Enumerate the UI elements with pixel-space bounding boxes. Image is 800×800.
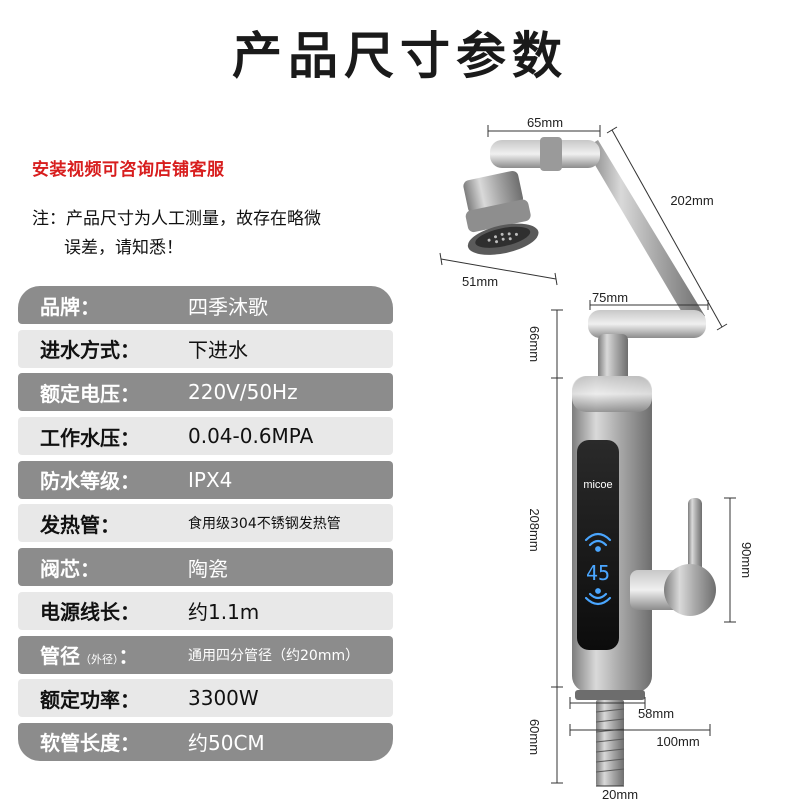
faucet-product-image: micoe 45 (463, 137, 716, 786)
spec-value: 陶瓷 (188, 556, 228, 581)
spec-label: 防水等级： (40, 469, 140, 494)
measurement-disclaimer: 注：产品尺寸为人工测量，故存在略微 误差，请知悉！ (32, 205, 422, 263)
page-title: 产品尺寸参数 (232, 27, 568, 85)
spec-value: 通用四分管径（约20mm） (188, 647, 360, 664)
spec-label-suffix: ： (118, 644, 139, 668)
install-video-note: 安装视频可咨询店铺客服 (32, 160, 225, 180)
spec-row-brand: 品牌： 四季沐歌 (18, 286, 393, 324)
spec-value: 四季沐歌 (188, 294, 268, 319)
spec-label: 进水方式： (40, 338, 140, 363)
spec-row-cord: 电源线长： 约1.1m (18, 591, 393, 630)
dim-handle-height: 90mm (739, 542, 754, 578)
spec-label: 额定电压： (40, 381, 140, 406)
spec-label: 品牌： (40, 294, 100, 319)
spec-label: 软管长度： (40, 731, 140, 756)
spec-value: 食用级304不锈钢发热管 (188, 516, 341, 533)
dim-body-height: 208mm (527, 508, 542, 551)
spec-row-voltage: 额定电压： 220V/50Hz (18, 373, 393, 412)
spec-row-waterproof: 防水等级： IPX4 (18, 460, 393, 499)
spec-value: 约1.1m (188, 600, 260, 625)
heat-wave-icon (584, 588, 612, 606)
dim-body-width: 58mm (638, 706, 674, 721)
spec-row-heater: 发热管： 食用级304不锈钢发热管 (18, 504, 393, 543)
dim-neck-height: 66mm (527, 326, 542, 362)
spec-value: IPX4 (188, 467, 233, 492)
dim-pipe-diameter: 20mm (602, 787, 638, 800)
temperature-readout: 45 (586, 561, 610, 585)
dim-elbow-width: 75mm (592, 290, 628, 305)
spec-value: 0.04-0.6MPA (188, 424, 314, 449)
spec-row-hose: 软管长度： 约50CM (18, 722, 393, 761)
dimension-lines (439, 125, 736, 787)
spec-label: 电源线长： (40, 600, 140, 625)
dim-overall-width: 100mm (656, 734, 699, 749)
spec-label: 发热管： (40, 512, 120, 537)
brand-mark: micoe (583, 479, 612, 491)
spec-value: 下进水 (188, 338, 248, 363)
spec-label-main: 管径 (40, 644, 80, 668)
disclaimer-line-2: 误差，请知悉！ (64, 238, 183, 258)
spec-value: 约50CM (188, 731, 265, 756)
dim-top-width: 65mm (527, 115, 563, 130)
spec-row-inlet: 进水方式： 下进水 (18, 329, 393, 368)
disclaimer-line-1: 注：产品尺寸为人工测量，故存在略微 (32, 209, 321, 229)
spec-value: 3300W (188, 686, 259, 711)
dim-base-height: 60mm (527, 719, 542, 755)
spec-label: 管径（外径）： (40, 640, 139, 669)
spec-row-power: 额定功率： 3300W (18, 679, 393, 718)
wifi-icon (584, 532, 612, 552)
spec-label-note: （外径） (80, 653, 119, 666)
dim-head-diameter: 51mm (462, 274, 498, 289)
dim-arm-length: 202mm (670, 193, 713, 208)
spec-table: 品牌： 四季沐歌 进水方式： 下进水 额定电压： 220V/50Hz 工作水压：… (18, 286, 393, 767)
spec-value: 220V/50Hz (188, 380, 298, 405)
spec-label: 工作水压： (40, 425, 140, 450)
spec-label: 阀芯： (40, 556, 100, 581)
spec-label: 额定功率： (40, 687, 140, 712)
spec-row-valve: 阀芯： 陶瓷 (18, 548, 393, 587)
spec-row-pipe: 管径（外径）： 通用四分管径（约20mm） (18, 635, 393, 674)
spec-row-pressure: 工作水压： 0.04-0.6MPA (18, 417, 393, 456)
